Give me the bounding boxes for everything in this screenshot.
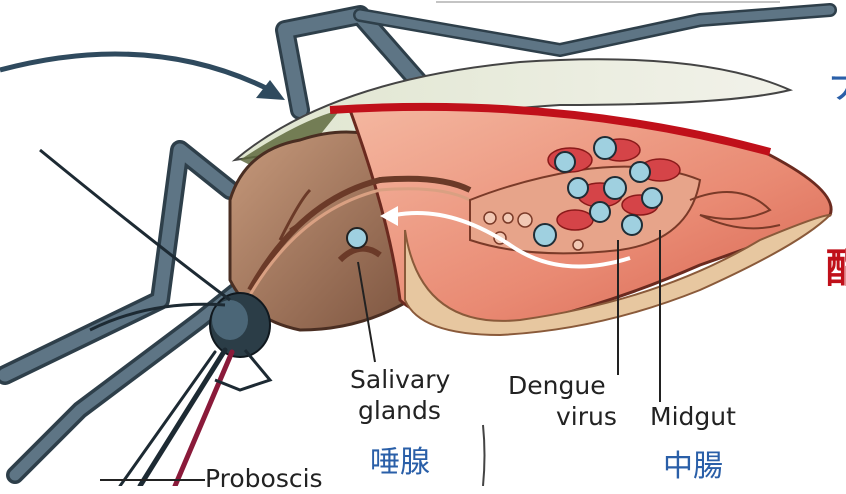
edge-glyph-right-red: 酯 <box>826 236 846 294</box>
salivary-glands-label: Salivary glands <box>350 364 450 426</box>
pointer-arrow <box>0 54 285 100</box>
dengue-virus-label-line2: virus <box>508 401 617 432</box>
mosquito-head <box>210 293 270 357</box>
salivary-glands-zh-label: 唾腺 <box>370 446 430 480</box>
salivary-glands-label-line2: glands <box>350 395 450 426</box>
dengue-virus-label: Dengue virus <box>508 370 617 432</box>
salivary-glands-label-line1: Salivary <box>350 364 450 395</box>
midgut-zh-label: 中腸 <box>663 450 723 484</box>
edge-glyph-top-right: ナ <box>828 52 846 110</box>
proboscis-label: Proboscis <box>205 463 323 494</box>
divider-bracket <box>483 425 485 486</box>
dengue-virus-label-line1: Dengue <box>508 370 617 401</box>
midgut-label: Midgut <box>650 401 736 432</box>
